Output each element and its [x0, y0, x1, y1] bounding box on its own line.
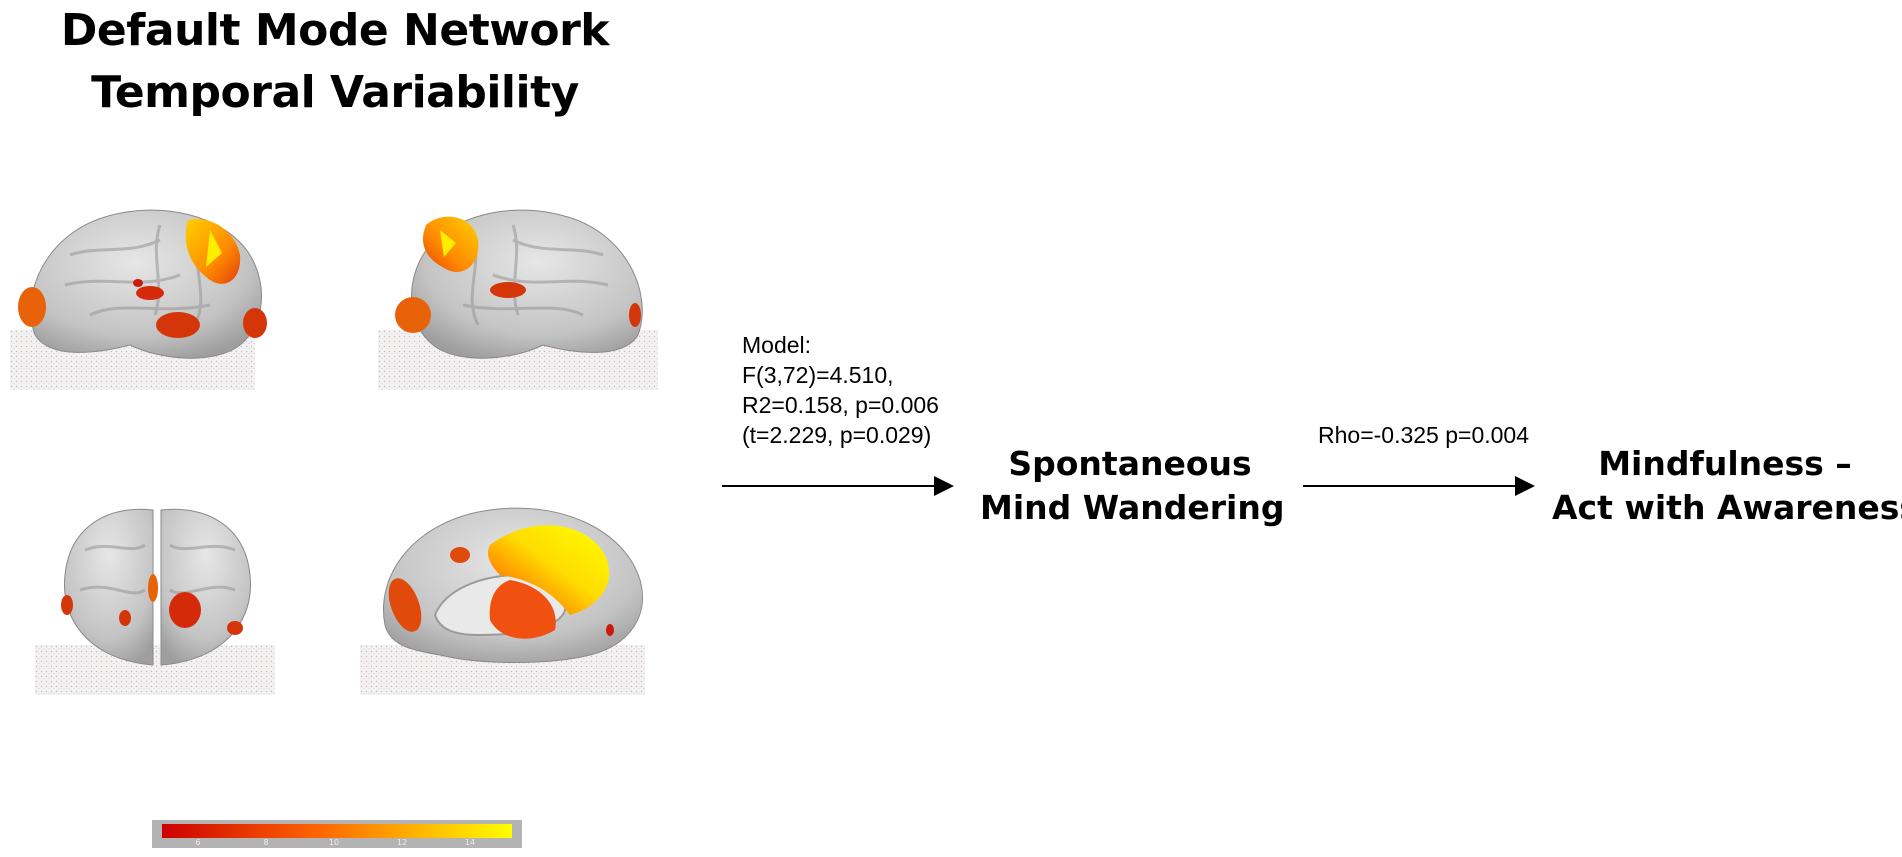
arrow-to-mindfulness: [1303, 476, 1535, 496]
node-mediator-line-1: Spontaneous: [1008, 444, 1252, 483]
brain-posterior-view: [35, 500, 285, 700]
colorbar-tick-2: 10: [329, 838, 339, 847]
brain-right-lateral-view: [378, 195, 668, 395]
title-line-2: Temporal Variability: [91, 67, 579, 118]
node-outcome-line-2: Act with Awareness: [1552, 488, 1902, 527]
model-stats-line-3: R2=0.158, p=0.006: [742, 392, 939, 418]
colorbar-tick-0: 6: [195, 838, 200, 847]
title-line-1: Default Mode Network: [60, 5, 610, 56]
model-statistics: Model: F(3,72)=4.510, R2=0.158, p=0.006 …: [742, 330, 939, 450]
figure-title: Default Mode Network Temporal Variabilit…: [30, 0, 640, 124]
colorbar-tick-3: 12: [397, 838, 407, 847]
colorbar-tick-4: 14: [465, 838, 475, 847]
node-mediator-line-2: Mind Wandering: [980, 488, 1285, 527]
model-stats-line-4: (t=2.229, p=0.029): [742, 422, 932, 448]
model-stats-line-2: F(3,72)=4.510,: [742, 362, 894, 388]
arrow-to-mind-wandering: [722, 476, 954, 496]
node-outcome-line-1: Mindfulness –: [1598, 444, 1852, 483]
brain-left-lateral-view: [10, 195, 660, 395]
node-spontaneous-mind-wandering: Spontaneous Mind Wandering: [980, 442, 1285, 530]
brain-medial-view: [360, 495, 660, 700]
correlation-label: Rho=-0.325 p=0.004: [1318, 422, 1530, 448]
node-mindfulness-act-with-awareness: Mindfulness – Act with Awareness: [1552, 442, 1902, 530]
activation-colorbar: 6 8 10 12 14: [152, 820, 522, 848]
colorbar-tick-1: 8: [263, 838, 268, 847]
model-stats-line-1: Model:: [742, 332, 812, 358]
